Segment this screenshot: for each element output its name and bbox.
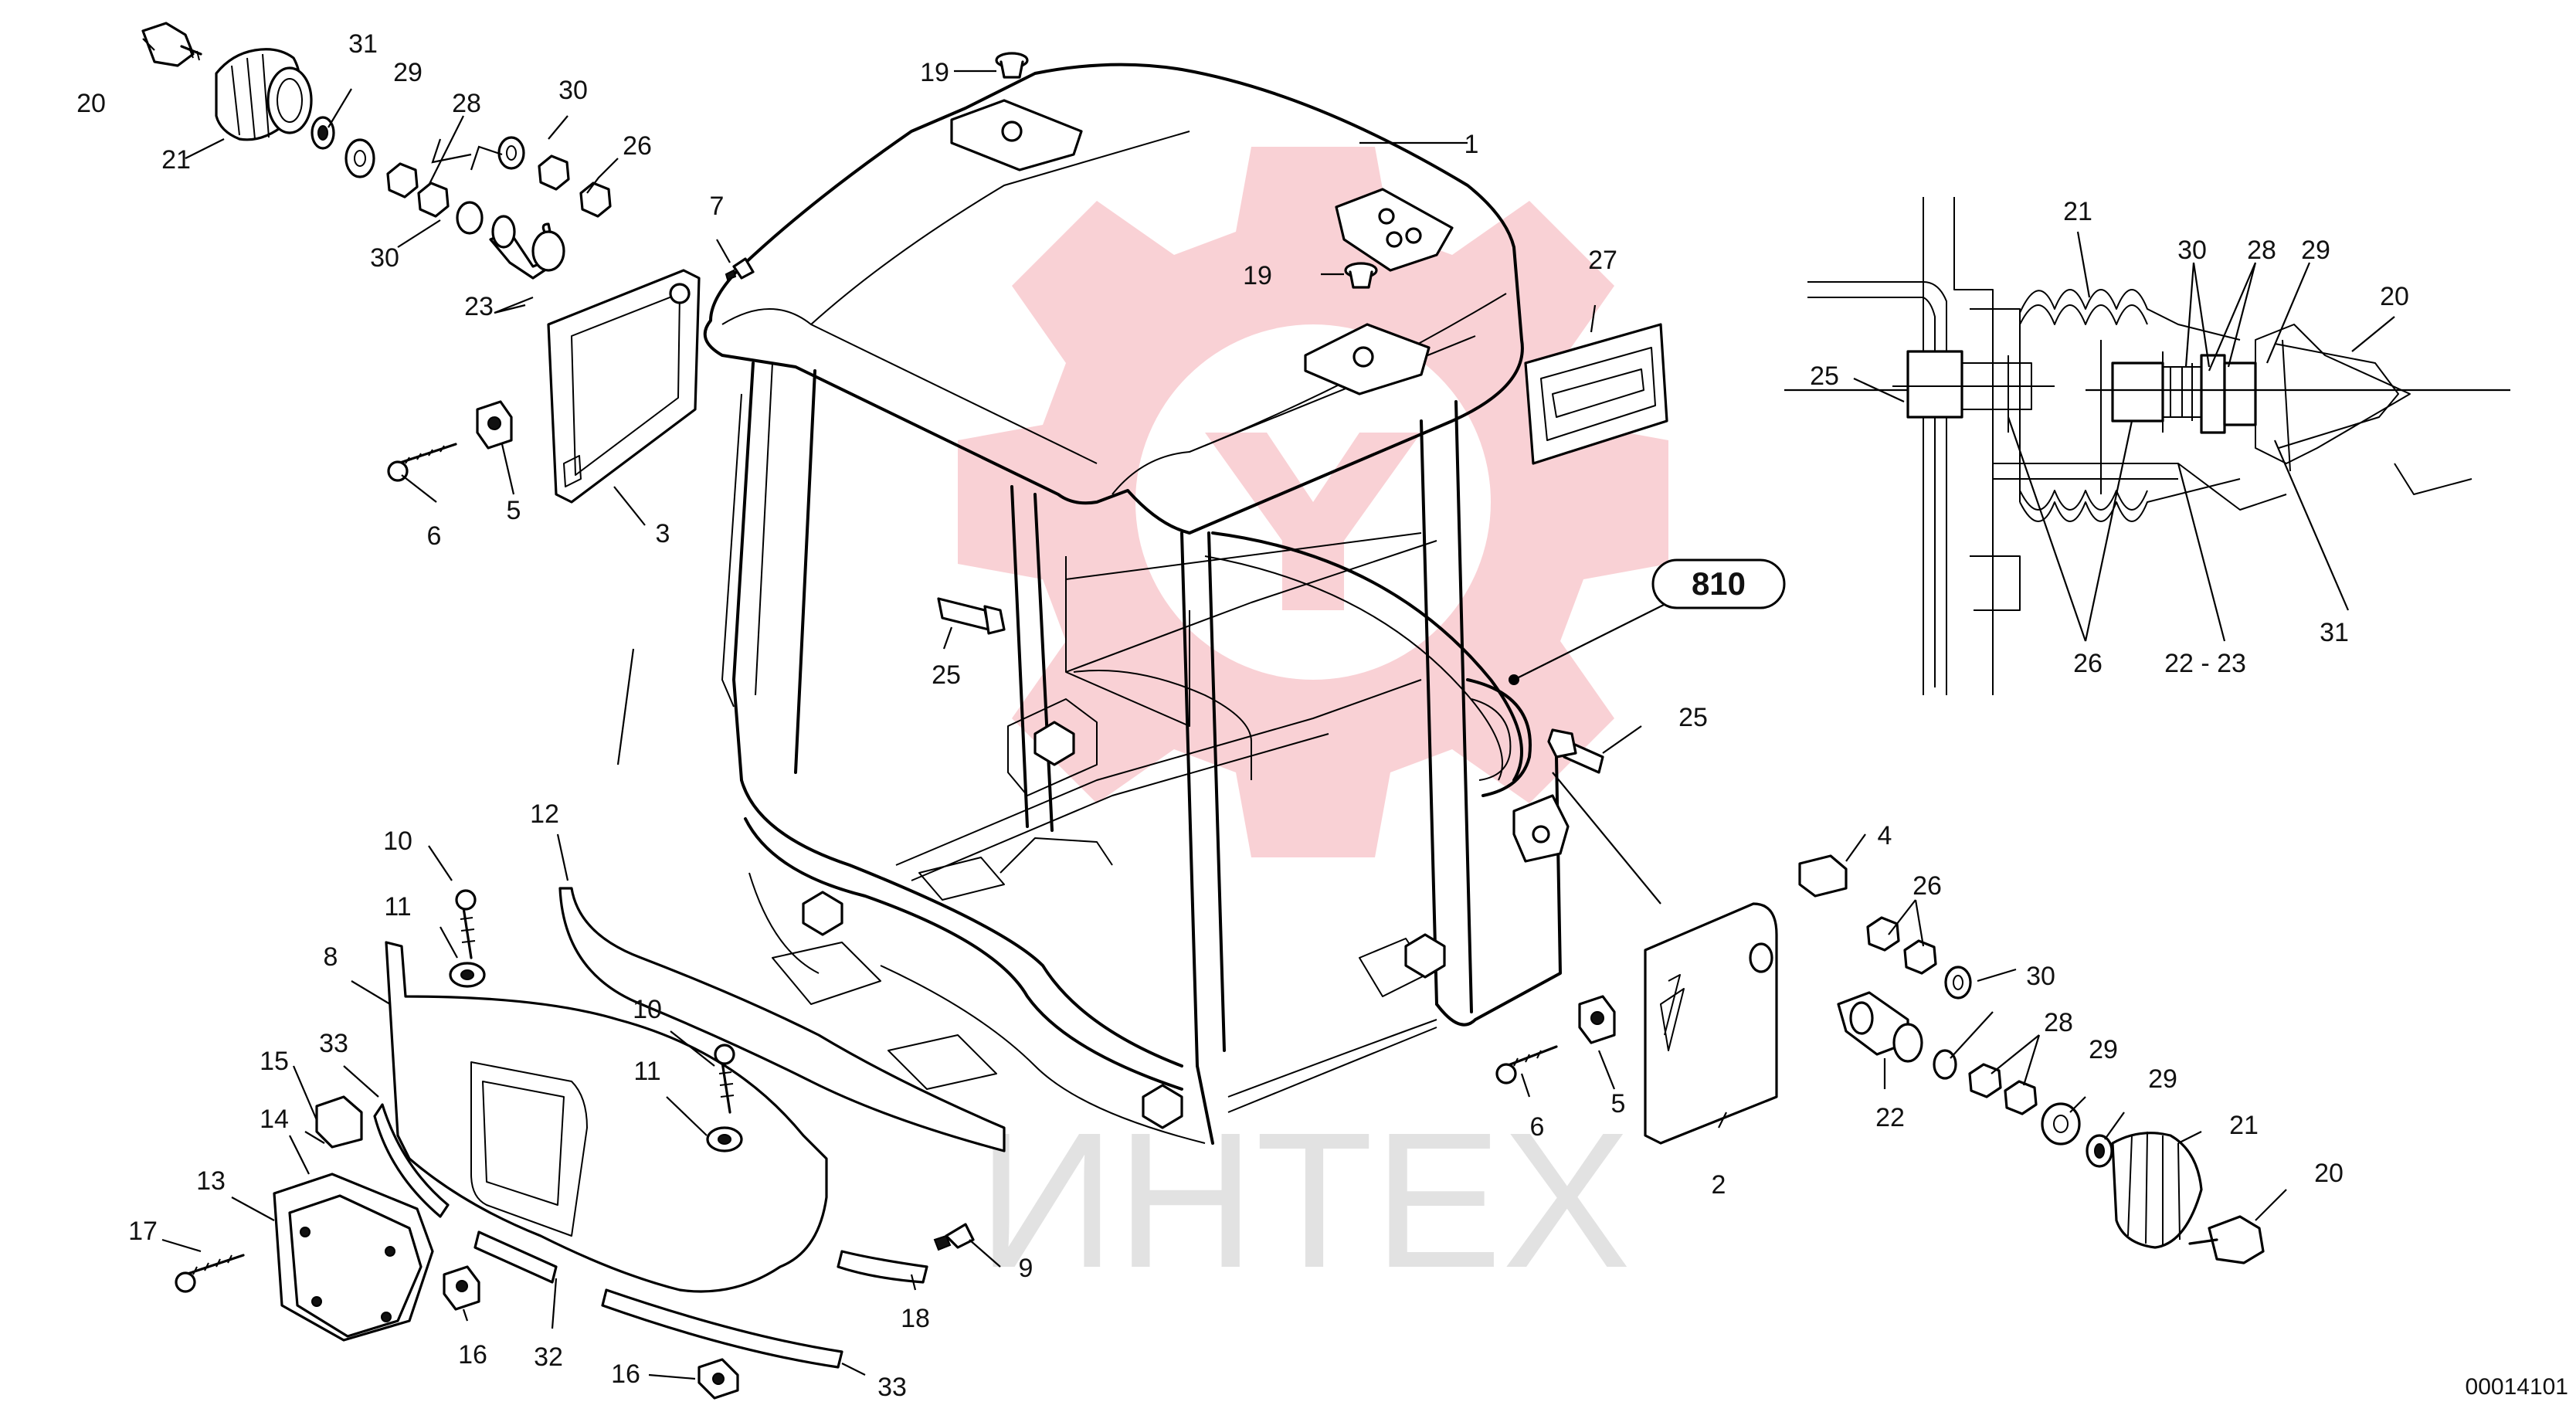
callout-c21c: 21 (2229, 1111, 2259, 1140)
callout-c32: 32 (534, 1342, 563, 1372)
screws-10 (455, 889, 735, 1114)
callout-labels: 1234556678910101111121314151616171819192… (76, 29, 2409, 1402)
callout-c31a: 31 (348, 29, 378, 59)
callout-c28a: 28 (452, 89, 481, 118)
leader-lines (142, 38, 2395, 1380)
callout-c13: 13 (196, 1166, 226, 1196)
callout-c16a: 16 (458, 1340, 487, 1370)
bolt-25-right (1547, 728, 1604, 774)
callout-c3: 3 (656, 519, 670, 548)
callout-c20b: 20 (2380, 282, 2409, 311)
callout-c8: 8 (324, 942, 338, 972)
callout-c30a: 30 (558, 76, 588, 105)
callout-c29d: 29 (2148, 1064, 2177, 1094)
callout-c30b: 30 (370, 243, 399, 273)
callout-c23: 23 (464, 292, 494, 321)
callout-c7: 7 (710, 192, 725, 221)
callout-c4: 4 (1878, 821, 1892, 850)
callout-c26b: 26 (2073, 649, 2103, 678)
screw-6-right (1495, 1045, 1558, 1084)
callout-c28b: 28 (2247, 236, 2276, 265)
clip-nut-5-right (1578, 995, 1616, 1044)
callout-c21a: 21 (161, 145, 191, 175)
callout-c25a: 25 (932, 660, 961, 690)
mount-assembly-right (1644, 902, 2265, 1264)
group-badge-label: 810 (1692, 565, 1746, 602)
callout-c21b: 21 (2063, 197, 2092, 226)
callout-c11b: 11 (633, 1057, 660, 1086)
screw-17 (175, 1254, 245, 1293)
callout-c20a: 20 (76, 89, 106, 118)
plate-3 (547, 269, 701, 504)
callout-c1: 1 (1464, 130, 1479, 159)
callout-c26a: 26 (623, 131, 652, 161)
callout-c29a: 29 (393, 58, 423, 87)
callout-c5b: 5 (1611, 1089, 1626, 1118)
drawing-number: 00014101 (2466, 1374, 2568, 1400)
callout-c27: 27 (1588, 246, 1617, 275)
callout-c9: 9 (1019, 1254, 1033, 1283)
callout-c5a: 5 (507, 496, 521, 525)
callout-c26c: 26 (1912, 871, 1942, 901)
clip-16-bottom (697, 1358, 739, 1400)
clip-9 (933, 1223, 975, 1251)
washers-11 (449, 962, 743, 1152)
callout-c33b: 33 (877, 1373, 907, 1402)
watermark-text: ИНТЕХ (977, 1092, 1631, 1308)
callout-c2: 2 (1712, 1170, 1726, 1200)
callout-c25c: 25 (1810, 361, 1839, 391)
seal-12 (558, 887, 1006, 1152)
trim-strips (373, 1103, 928, 1369)
callout-c20c: 20 (2314, 1159, 2344, 1188)
clip-15 (315, 1095, 363, 1149)
cab-frame (703, 63, 1570, 1145)
callout-c6b: 6 (1530, 1112, 1545, 1142)
callout-c14: 14 (260, 1105, 289, 1134)
callout-c19a: 19 (920, 58, 949, 87)
callout-c15: 15 (260, 1047, 289, 1076)
clip-7 (725, 257, 755, 281)
group-badge-810[interactable]: 810 (1651, 558, 1786, 609)
clip-nut-4 (1798, 854, 1848, 898)
callout-c10b: 10 (633, 995, 662, 1024)
callout-c19b: 19 (1243, 261, 1272, 290)
clip-16-left (443, 1265, 480, 1311)
callout-c28c: 28 (2044, 1008, 2073, 1037)
mount-assembly-left (141, 22, 612, 235)
label-plate-27 (1524, 323, 1668, 465)
clip-nut-5-left (476, 400, 513, 450)
callout-c25b: 25 (1678, 703, 1708, 732)
callout-c33a: 33 (319, 1029, 348, 1058)
callout-c30d: 30 (2026, 962, 2055, 991)
plug-19-roof (1344, 262, 1378, 289)
detail-view-mount (1784, 197, 2510, 695)
plug-19-top (995, 52, 1029, 79)
callout-c29b: 29 (2301, 236, 2330, 265)
callout-c31b: 31 (2320, 618, 2349, 647)
callout-c2223: 22 - 23 (2164, 649, 2246, 678)
callout-c6a: 6 (427, 521, 442, 551)
callout-c12: 12 (530, 799, 559, 829)
callout-c16b: 16 (611, 1359, 640, 1389)
screw-6-left (387, 443, 457, 482)
callout-c30c: 30 (2177, 236, 2207, 265)
bolt-25-center (937, 597, 1006, 635)
plate-13-14 (273, 1173, 434, 1342)
callout-c11a: 11 (384, 892, 411, 922)
callout-c17: 17 (128, 1217, 158, 1246)
callout-c22: 22 (1875, 1103, 1905, 1132)
cover-panel-8 (385, 941, 828, 1293)
callout-c10a: 10 (383, 826, 412, 856)
bracket-23 (489, 215, 565, 280)
callout-c18: 18 (901, 1304, 930, 1333)
callout-c29c: 29 (2089, 1035, 2118, 1064)
